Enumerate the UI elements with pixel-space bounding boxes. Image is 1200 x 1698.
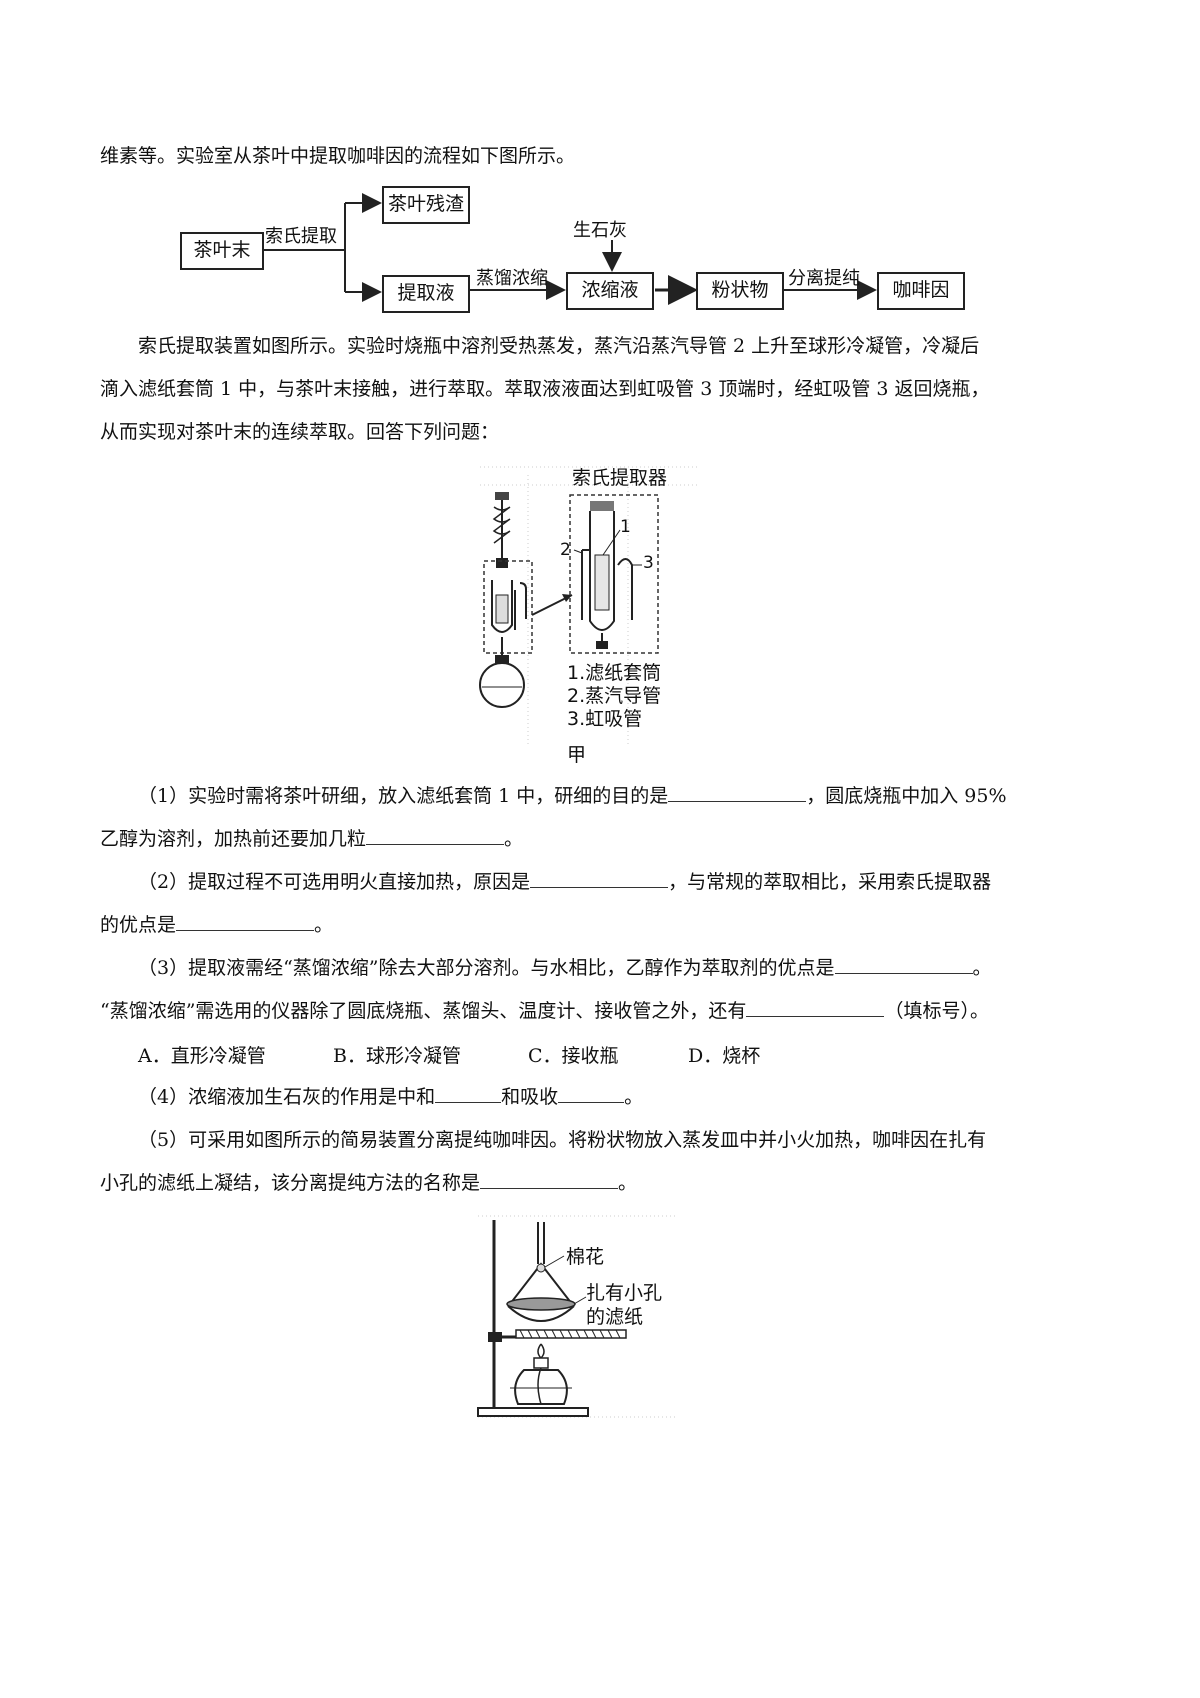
flow-label-distill: 蒸馏浓缩 — [476, 268, 548, 289]
question-1-line-1: （1）实验时需将茶叶研细，放入滤纸套筒 1 中，研细的目的是 ，圆底烧瓶中加入 9… — [138, 783, 1007, 809]
figure-sublimation: 棉花 扎有小孔 的滤纸 — [468, 1212, 688, 1432]
option-b[interactable]: B．球形冷凝管 — [333, 1045, 461, 1067]
option-a[interactable]: A．直形冷凝管 — [138, 1045, 266, 1067]
question-3-text-a: （3）提取液需经“蒸馏浓缩”除去大部分溶剂。与水相比，乙醇作为萃取剂的优点是 — [138, 957, 835, 979]
question-1-text-c: 乙醇为溶剂，加热前还要加几粒 — [100, 828, 367, 850]
option-d[interactable]: D．烧杯 — [688, 1045, 761, 1067]
flow-box-powder: 粉状物 — [696, 272, 784, 310]
question-3-text-b: 。 — [972, 957, 992, 979]
flow-box-concentrate: 浓缩液 — [566, 272, 654, 310]
figure-sublimation-paper-label-2: 的滤纸 — [586, 1306, 644, 1328]
flow-box-extract-liquid: 提取液 — [382, 275, 470, 313]
question-3-text-d: （填标号）。 — [884, 1000, 989, 1022]
figure-sublimation-cotton-label: 棉花 — [566, 1246, 605, 1268]
flow-box-caffeine: 咖啡因 — [877, 272, 965, 310]
question-5-text-c: 。 — [618, 1172, 638, 1194]
question-2-text-a: （2）提取过程不可选用明火直接加热，原因是 — [138, 871, 531, 893]
flow-box-tea-powder: 茶叶末 — [180, 232, 264, 270]
question-1-blank-2[interactable] — [366, 826, 505, 845]
soxhlet-apparatus-drawing — [479, 466, 700, 745]
question-5-line-1: （5）可采用如图所示的简易装置分离提纯咖啡因。将粉状物放入蒸发皿中并小火加热，咖… — [138, 1129, 987, 1151]
question-4-text-a: （4）浓缩液加生石灰的作用是中和 — [138, 1086, 436, 1108]
question-2-blank-2[interactable] — [176, 912, 315, 931]
question-2-blank-1[interactable] — [530, 869, 669, 888]
question-3-blank-1[interactable] — [834, 955, 973, 974]
figure-soxhlet-legend-3: 3.虹吸管 — [567, 708, 643, 730]
option-c[interactable]: C．接收瓶 — [528, 1045, 619, 1067]
question-5-blank[interactable] — [480, 1170, 619, 1189]
question-1-text-d: 。 — [504, 828, 524, 850]
flow-label-soxhlet: 索氏提取 — [265, 226, 337, 247]
question-4-blank-1[interactable] — [435, 1084, 502, 1103]
question-4-blank-2[interactable] — [558, 1084, 625, 1103]
question-4-text-c: 。 — [624, 1086, 644, 1108]
question-2-line-1: （2）提取过程不可选用明火直接加热，原因是 ，与常规的萃取相比，采用索氏提取器 — [138, 869, 991, 895]
question-3-line-2: “蒸馏浓缩”需选用的仪器除了圆底烧瓶、蒸馏头、温度计、接收管之外，还有 （填标号）… — [100, 998, 989, 1024]
intro-line: 维素等。实验室从茶叶中提取咖啡因的流程如下图所示。 — [100, 145, 576, 167]
question-1-line-2: 乙醇为溶剂，加热前还要加几粒 。 — [100, 826, 523, 852]
figure-soxhlet-num-3: 3 — [643, 553, 654, 573]
paragraph-line-1: 索氏提取装置如图所示。实验时烧瓶中溶剂受热蒸发，蒸汽沿蒸汽导管 2 上升至球形冷… — [138, 335, 980, 357]
figure-soxhlet-legend-2: 2.蒸汽导管 — [567, 685, 662, 707]
question-2-text-c: 的优点是 — [100, 914, 177, 936]
figure-soxhlet-num-2: 2 — [560, 540, 571, 560]
question-1-text-b: ，圆底烧瓶中加入 95% — [806, 785, 1007, 807]
figure-sublimation-paper-label-1: 扎有小孔 — [586, 1282, 663, 1304]
paragraph-line-3: 从而实现对茶叶末的连续萃取。回答下列问题： — [100, 421, 500, 443]
question-4-line: （4）浓缩液加生石灰的作用是中和 和吸收 。 — [138, 1084, 643, 1110]
question-1-blank-1[interactable] — [668, 783, 807, 802]
flow-box-tea-residue: 茶叶残渣 — [382, 186, 470, 224]
paragraph-line-2: 滴入滤纸套筒 1 中，与茶叶末接触，进行萃取。萃取液液面达到虹吸管 3 顶端时，… — [100, 378, 990, 400]
figure-soxhlet-num-1: 1 — [620, 517, 631, 537]
figure-soxhlet-title: 索氏提取器 — [572, 467, 668, 489]
sublimation-apparatus-drawing — [477, 1215, 678, 1418]
question-3-line-1: （3）提取液需经“蒸馏浓缩”除去大部分溶剂。与水相比，乙醇作为萃取剂的优点是 。 — [138, 955, 992, 981]
flow-label-separate: 分离提纯 — [788, 268, 860, 289]
figure-soxhlet-legend-1: 1.滤纸套筒 — [567, 662, 662, 684]
question-5-line-2: 小孔的滤纸上凝结，该分离提纯方法的名称是 。 — [100, 1170, 637, 1196]
question-4-text-b: 和吸收 — [501, 1086, 559, 1108]
question-5-text-b: 小孔的滤纸上凝结，该分离提纯方法的名称是 — [100, 1172, 481, 1194]
figure-soxhlet-caption: 甲 — [567, 744, 587, 766]
question-3-blank-2[interactable] — [746, 998, 885, 1017]
flow-label-quicklime: 生石灰 — [573, 220, 627, 241]
question-1-text-a: （1）实验时需将茶叶研细，放入滤纸套筒 1 中，研细的目的是 — [138, 785, 669, 807]
figure-soxhlet: 索氏提取器 1 2 3 1.滤纸套筒 2.蒸汽导管 3.虹吸管 甲 — [470, 455, 710, 775]
question-2-line-2: 的优点是 。 — [100, 912, 333, 938]
flowchart-arrows — [262, 193, 877, 305]
question-3-text-c: “蒸馏浓缩”需选用的仪器除了圆底烧瓶、蒸馏头、温度计、接收管之外，还有 — [100, 1000, 747, 1022]
question-2-text-b: ，与常规的萃取相比，采用索氏提取器 — [668, 871, 992, 893]
question-2-text-d: 。 — [314, 914, 334, 936]
